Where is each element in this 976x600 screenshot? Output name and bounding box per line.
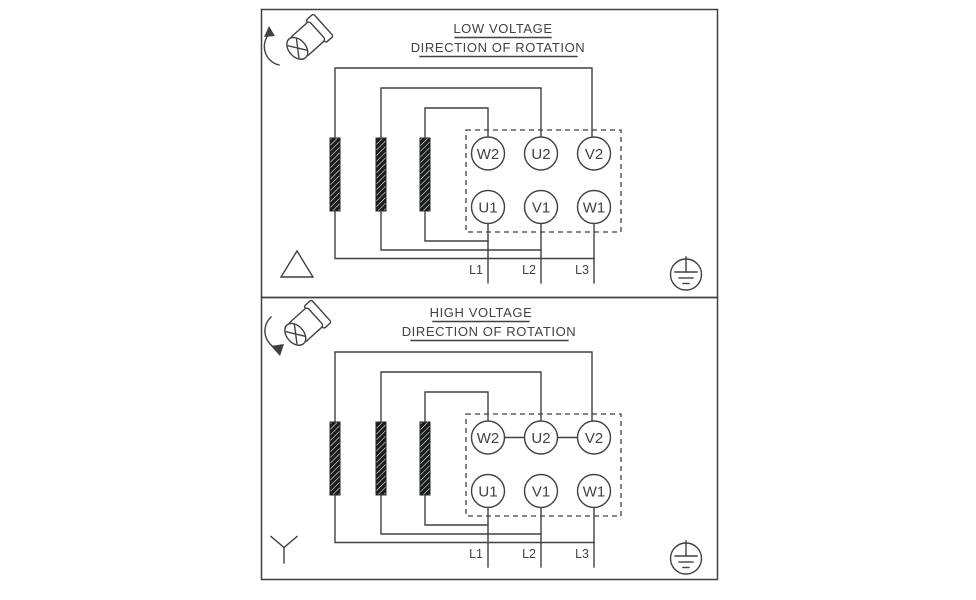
terminal-w1: W1: [576, 473, 612, 509]
jumper-bar: [375, 421, 387, 496]
terminals: W2 U2 V2 U1 V1 W1: [470, 136, 612, 225]
winding-wires: [334, 67, 595, 284]
jumper-bar: [419, 421, 431, 496]
panel-header: LOW VOLTAGE DIRECTION OF ROTATION: [411, 21, 586, 58]
panel-subtitle: DIRECTION OF ROTATION: [402, 324, 577, 339]
terminal-v2: V2: [576, 136, 612, 171]
terminal-u1: U1: [470, 473, 506, 509]
jumper-bar: [329, 421, 341, 496]
motor-shaft: [284, 299, 332, 346]
panel-high-voltage: HIGH VOLTAGE DIRECTION OF ROTATION: [264, 299, 703, 575]
terminal-board-outline: [465, 129, 622, 233]
line-label-l1: L1: [469, 263, 483, 277]
ground-symbol-icon: [669, 540, 703, 575]
terminal-label: V1: [532, 199, 550, 216]
panel-title: HIGH VOLTAGE: [430, 305, 533, 320]
terminal-u1: U1: [470, 189, 506, 225]
terminals: W2 U2 V2 U1 V1 W1: [470, 420, 612, 509]
winding-jumper-bars: [329, 137, 431, 212]
jumper-bar: [375, 137, 387, 212]
terminal-label: W1: [583, 199, 606, 216]
terminal-label: V2: [585, 430, 603, 447]
terminal-label: W1: [583, 483, 606, 500]
supply-line-labels: L1 L2 L3: [469, 263, 589, 277]
line-label-l3: L3: [575, 263, 589, 277]
motor-icon: [264, 299, 332, 356]
terminal-u2: U2: [523, 136, 559, 171]
terminal-label: W2: [477, 430, 500, 447]
line-label-l2: L2: [522, 547, 536, 561]
panel-title: LOW VOLTAGE: [453, 21, 552, 36]
panel-low-voltage: LOW VOLTAGE DIRECTION OF ROTATION: [260, 8, 719, 299]
terminal-label: V2: [585, 146, 603, 163]
line-label-l3: L3: [575, 547, 589, 561]
terminal-label: V1: [532, 483, 550, 500]
terminal-label: U1: [478, 199, 497, 216]
terminal-label: U2: [531, 430, 550, 447]
delta-symbol-icon: [279, 249, 315, 278]
terminal-w1: W1: [576, 189, 612, 225]
line-label-l1: L1: [469, 547, 483, 561]
terminal-label: U2: [531, 146, 550, 163]
winding-jumper-bars: [329, 421, 431, 496]
terminal-w2: W2: [470, 136, 506, 171]
rotation-arrow-icon: [264, 316, 284, 356]
terminal-board-outline: [465, 413, 622, 517]
terminal-label: W2: [477, 146, 500, 163]
terminal-v2: V2: [576, 420, 612, 455]
terminal-v1: V1: [523, 189, 559, 225]
line-label-l2: L2: [522, 263, 536, 277]
wye-symbol-icon: [270, 535, 298, 564]
panel-subtitle: DIRECTION OF ROTATION: [411, 40, 586, 55]
jumper-bar: [419, 137, 431, 212]
panel-border: [260, 296, 719, 581]
terminal-u2: U2: [523, 420, 559, 455]
motor-icon: [263, 13, 334, 66]
supply-line-labels: L1 L2 L3: [469, 547, 589, 561]
ground-symbol-icon: [669, 256, 703, 291]
terminal-v1: V1: [523, 473, 559, 509]
terminal-w2: W2: [470, 420, 506, 455]
terminal-label: U1: [478, 483, 497, 500]
jumper-bar: [329, 137, 341, 212]
panel-header: HIGH VOLTAGE DIRECTION OF ROTATION: [402, 305, 577, 342]
winding-wires: [334, 351, 595, 568]
rotation-arrow-icon: [263, 26, 280, 66]
motor-shaft: [286, 13, 334, 60]
